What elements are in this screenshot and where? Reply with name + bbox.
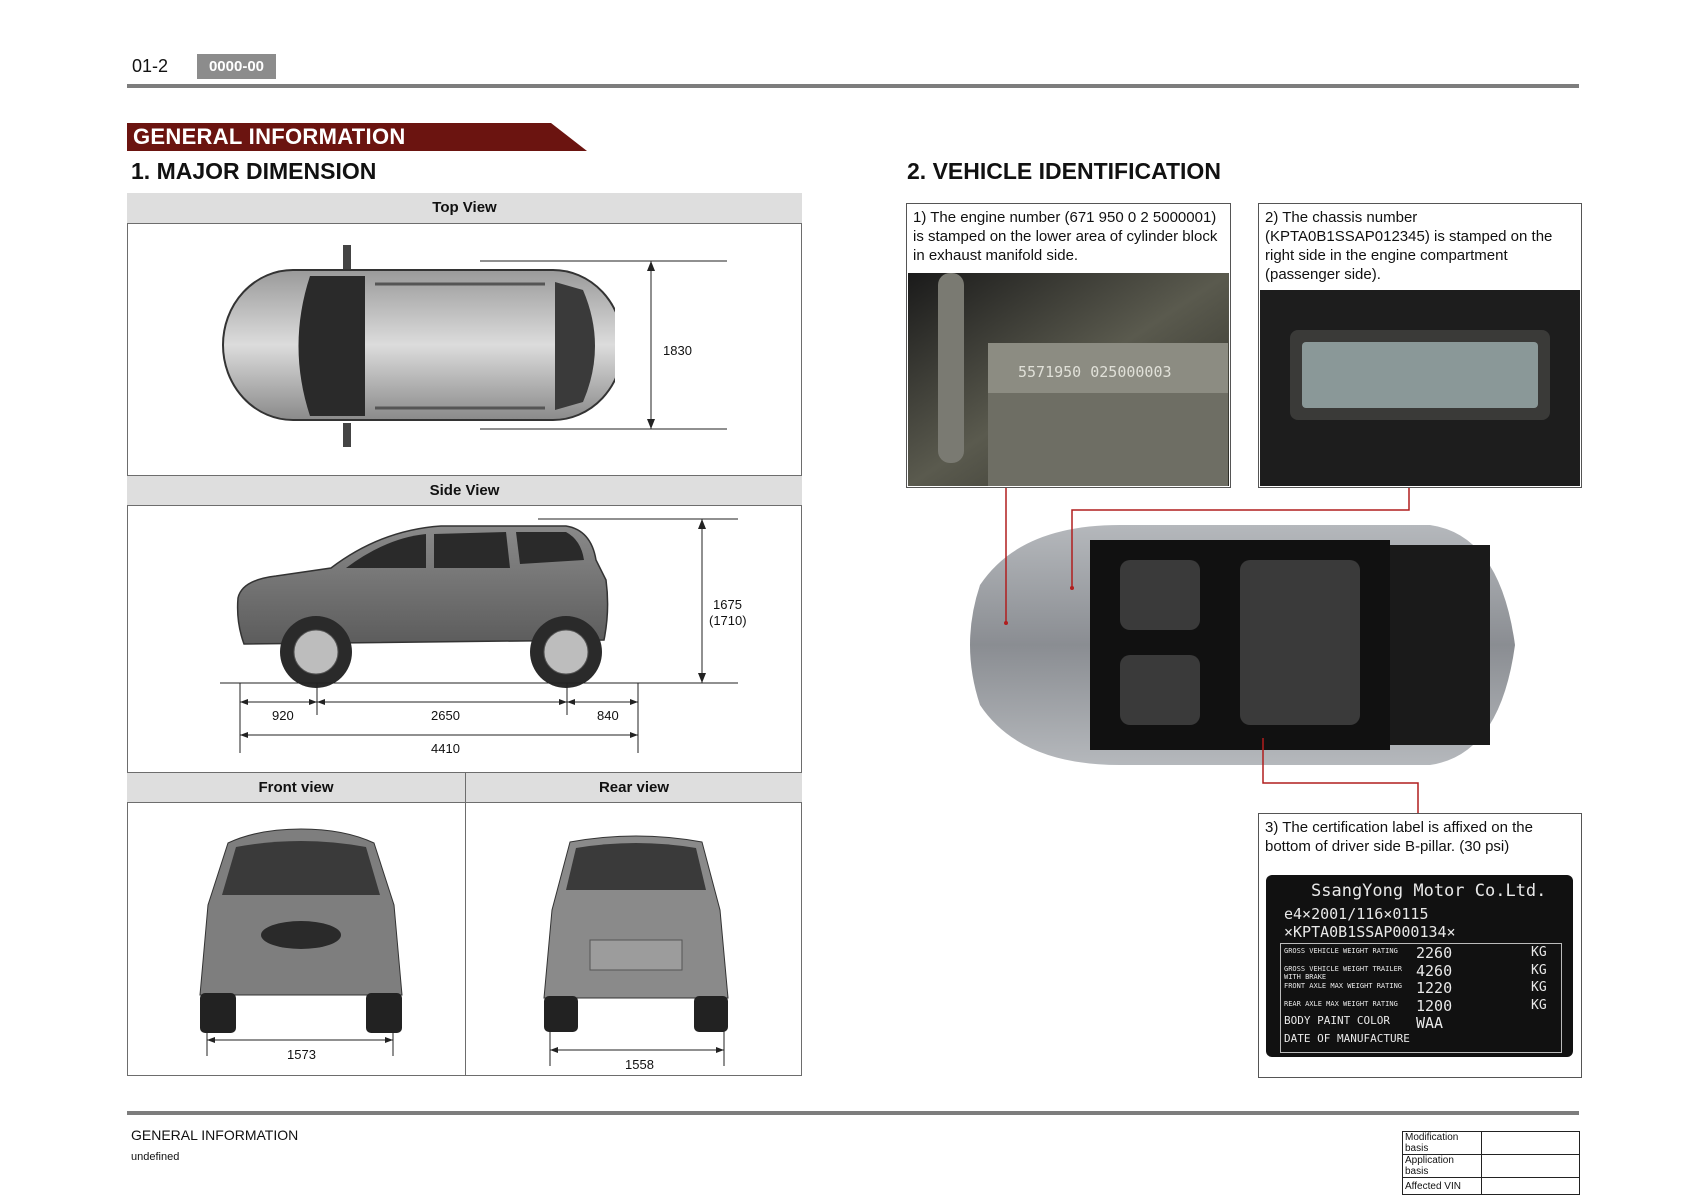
vehicle-identification-title: 2. VEHICLE IDENTIFICATION bbox=[907, 158, 1221, 184]
certification-plate: SsangYong Motor Co.Ltd. e4×2001/116×0115… bbox=[1266, 875, 1573, 1057]
document-code-badge: 0000-00 bbox=[197, 54, 276, 79]
header-rule bbox=[127, 84, 1579, 88]
engine-stamp-text: 5571950 025000003 bbox=[1018, 363, 1172, 381]
front-track-dimension: 1573 bbox=[287, 1047, 316, 1062]
plate-row-name: GROSS VEHICLE WEIGHT TRAILER WITH BRAKE bbox=[1284, 964, 1403, 981]
front-view-header: Front view bbox=[127, 772, 466, 803]
side-view-dimension-lines bbox=[220, 518, 738, 753]
plate-table-frame bbox=[1280, 943, 1562, 1053]
certification-label-caption: 3) The certification label is affixed on… bbox=[1265, 819, 1533, 855]
top-view-car bbox=[222, 245, 615, 447]
top-width-dimension: 1830 bbox=[663, 343, 692, 358]
side-view-car bbox=[236, 525, 609, 688]
footer-rule bbox=[127, 1111, 1579, 1115]
plate-row-name: BODY PAINT COLOR bbox=[1284, 1014, 1390, 1027]
section-banner bbox=[127, 123, 587, 151]
plate-row-name: DATE OF MANUFACTURE bbox=[1284, 1031, 1410, 1045]
plate-row-name: REAR AXLE MAX WEIGHT RATING bbox=[1284, 999, 1398, 1008]
plate-row-unit: KG bbox=[1531, 945, 1547, 960]
revision-row-modification: Modification basis bbox=[1402, 1131, 1580, 1155]
front-overhang-dimension: 920 bbox=[269, 708, 297, 723]
footer-section-label: GENERAL INFORMATION bbox=[131, 1127, 299, 1143]
front-view-car bbox=[199, 828, 403, 1033]
rear-overhang-dimension: 840 bbox=[594, 708, 622, 723]
plate-vin: ×KPTA0B1SSAP000134× bbox=[1284, 923, 1456, 941]
plate-row-value: 1220 bbox=[1416, 979, 1453, 997]
revision-label: Affected VIN bbox=[1402, 1177, 1482, 1195]
banner-title: GENERAL INFORMATION bbox=[133, 124, 406, 149]
plate-row-unit: KG bbox=[1531, 997, 1547, 1013]
chassis-stamp-photo bbox=[1260, 290, 1580, 486]
plate-row-unit: KG bbox=[1531, 980, 1547, 995]
front-rear-divider bbox=[465, 772, 466, 1076]
engine-block-photo: 5571950 025000003 bbox=[908, 273, 1229, 486]
overall-length-dimension: 4410 bbox=[428, 741, 463, 756]
leader-lines bbox=[1004, 488, 1419, 813]
top-view-dimension-lines bbox=[480, 260, 727, 430]
revision-row-vin: Affected VIN bbox=[1402, 1177, 1580, 1195]
rear-view-car bbox=[543, 835, 729, 1032]
plate-row-unit: KG bbox=[1531, 962, 1547, 978]
wheelbase-dimension: 2650 bbox=[428, 708, 463, 723]
revision-label: Application basis bbox=[1402, 1154, 1482, 1178]
plate-row-value: 4260 bbox=[1416, 961, 1453, 980]
engine-number-caption: 1) The engine number (671 950 0 2 500000… bbox=[913, 209, 1218, 264]
revision-label: Modification basis bbox=[1402, 1131, 1482, 1155]
plate-row-name: GROSS VEHICLE WEIGHT RATING bbox=[1284, 947, 1398, 955]
plate-row-value: 2260 bbox=[1416, 944, 1453, 962]
plate-row-name: FRONT AXLE MAX WEIGHT RATING bbox=[1284, 982, 1403, 990]
major-dimension-title: 1. MAJOR DIMENSION bbox=[131, 158, 377, 184]
side-height-dimension: 1675 bbox=[713, 597, 742, 612]
plate-maker: SsangYong Motor Co.Ltd. bbox=[1311, 881, 1547, 901]
side-height-alt-dimension: (1710) bbox=[709, 613, 747, 628]
rear-track-dimension: 1558 bbox=[625, 1057, 654, 1072]
revision-row-application: Application basis bbox=[1402, 1154, 1580, 1178]
rear-track-dimension-lines bbox=[549, 1030, 725, 1066]
rear-view-header: Rear view bbox=[466, 772, 802, 803]
plate-row-value: 1200 bbox=[1416, 996, 1453, 1015]
revision-value bbox=[1481, 1177, 1580, 1195]
vehicle-top-photo bbox=[970, 525, 1515, 765]
top-view-header: Top View bbox=[127, 193, 802, 224]
plate-approval: e4×2001/116×0115 bbox=[1284, 905, 1429, 923]
revision-value bbox=[1481, 1154, 1580, 1178]
chassis-number-caption: 2) The chassis number (KPTA0B1SSAP012345… bbox=[1265, 209, 1553, 283]
front-track-dimension-lines bbox=[206, 1020, 394, 1056]
footer-sub-label: undefined bbox=[131, 1151, 180, 1163]
revision-info-table: Modification basis Application basis Aff… bbox=[1402, 1131, 1580, 1195]
side-view-header: Side View bbox=[127, 475, 802, 506]
page-number: 01-2 bbox=[132, 56, 169, 76]
revision-value bbox=[1481, 1131, 1580, 1155]
plate-row-value: WAA bbox=[1416, 1014, 1444, 1032]
